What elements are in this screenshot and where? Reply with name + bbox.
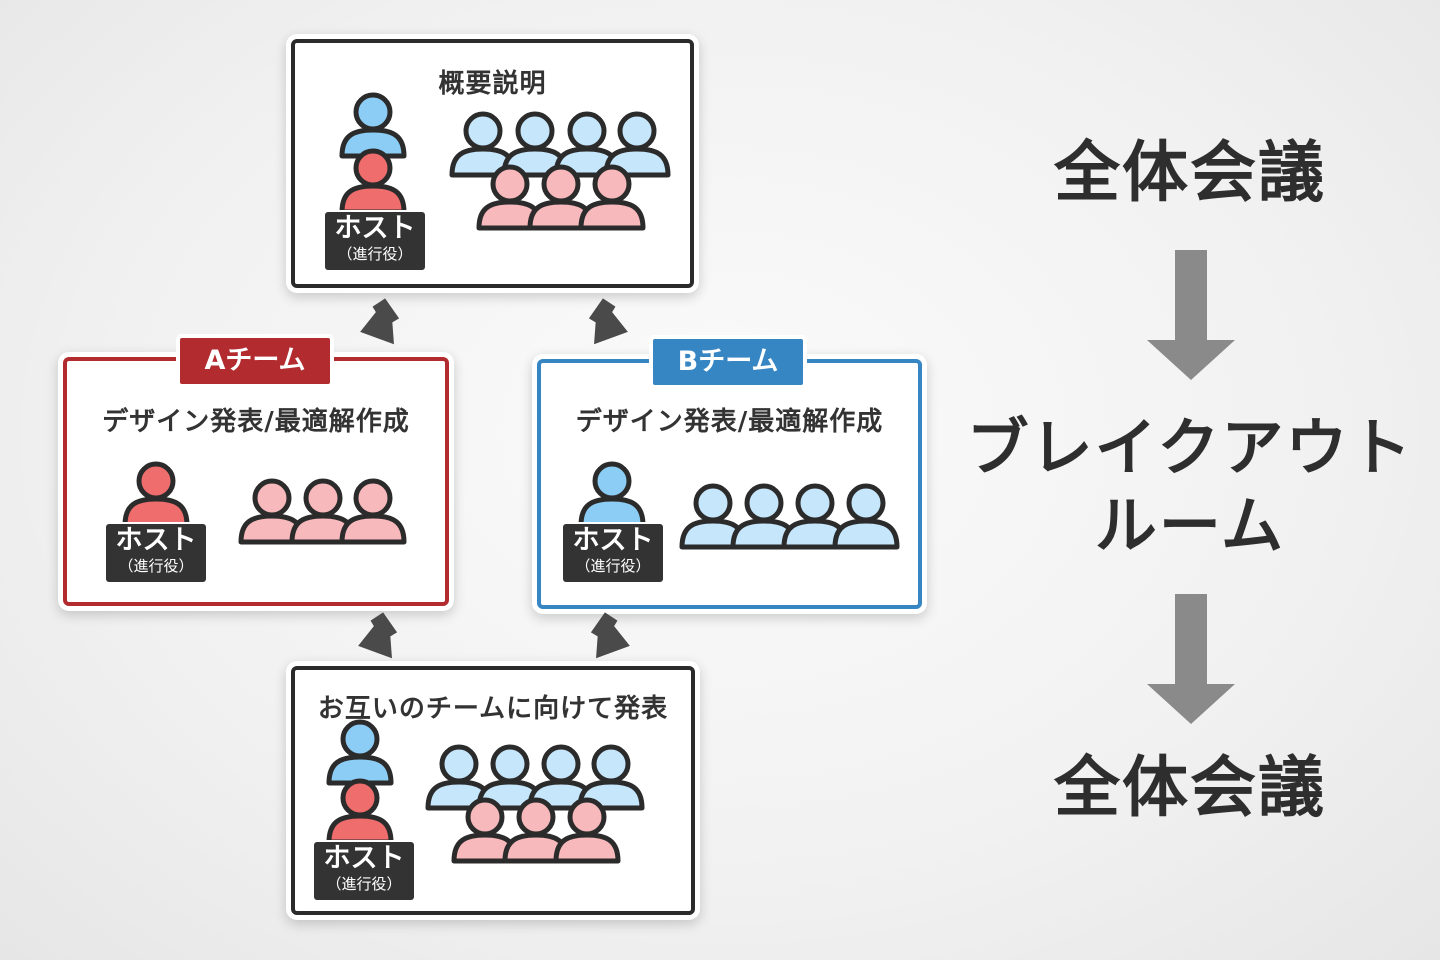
arrow-down-icon [1147,250,1235,380]
team-b-participants [679,483,900,550]
flow-step-2-line-2: ルーム [1094,489,1286,562]
team-b-host-icon [578,461,646,528]
host-label-sub: （進行役） [118,557,194,575]
team-a-host-icon [122,461,190,528]
host-label-main: ホスト [572,525,654,556]
overview-host-label: ホスト （進行役） [325,212,425,270]
person-icon [326,778,394,845]
host-label-sub: （進行役） [337,245,413,263]
arrow-down-icon [1147,594,1235,724]
arrow-down-icon [590,612,630,659]
person-icon [679,483,747,550]
person-icon [326,719,394,786]
person-icon [339,478,407,545]
host-label-sub: （進行役） [326,875,402,893]
flow-step-1: 全体会議 [1054,134,1326,211]
person-icon [339,148,407,215]
person-icon [501,111,569,178]
overview-participants [449,111,671,231]
overview-title: 概要説明 [438,69,547,99]
arrow-down-icon [360,298,400,345]
final-host-label: ホスト （進行役） [314,842,414,900]
team-a-participants [238,478,407,545]
person-icon [578,164,646,231]
person-icon [451,797,519,864]
team-b-title: デザイン発表/最適解作成 [575,407,884,437]
overview-host-icons [339,92,407,215]
team-b-host-label: ホスト （進行役） [563,524,663,582]
flow-step-2-line-1: ブレイクアウト [966,411,1414,484]
final-participants [425,744,645,864]
host-label-main: ホスト [334,213,416,244]
host-label-main: ホスト [115,525,197,556]
team-a-host-label: ホスト （進行役） [106,524,206,582]
person-icon [578,461,646,528]
arrow-down-icon [358,612,398,659]
team-a-title: デザイン発表/最適解作成 [102,407,410,437]
arrow-down-icon [588,298,628,345]
team-a-tag: Aチーム [180,338,330,384]
host-label-main: ホスト [323,843,405,874]
final-host-icons [326,719,394,845]
final-title: お互いのチームに向けて発表 [317,694,669,724]
person-icon [502,797,570,864]
person-icon [339,92,407,159]
person-icon [289,478,357,545]
flow-step-3: 全体会議 [1054,749,1326,826]
person-icon [476,164,544,231]
person-icon [122,461,190,528]
team-b-tag: Bチーム [653,339,803,385]
host-label-sub: （進行役） [575,557,651,575]
person-icon [553,797,621,864]
person-icon [832,483,900,550]
